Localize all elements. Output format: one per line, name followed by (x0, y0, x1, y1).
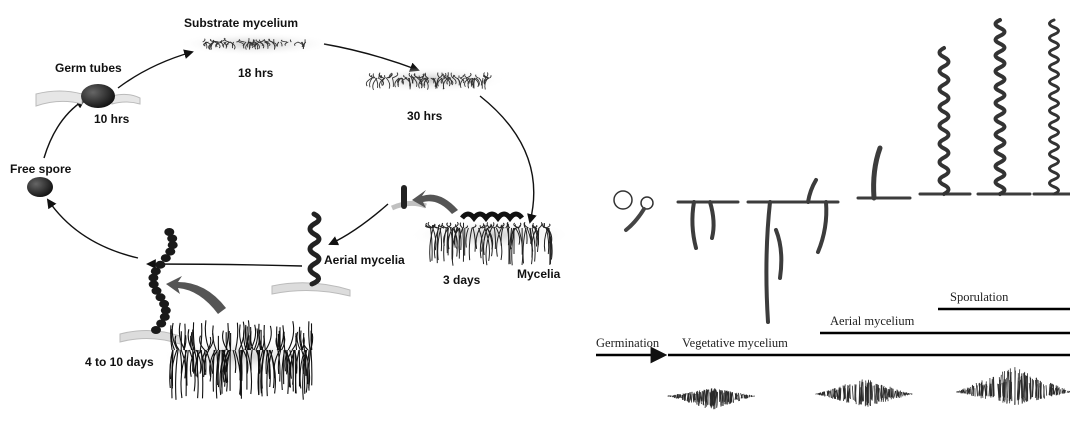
chain-spore (164, 228, 174, 236)
colony (816, 380, 913, 407)
mycelia-3days (408, 214, 572, 266)
aerial-hypha-bud (392, 188, 458, 214)
germinating-spore-icon (81, 84, 115, 108)
free-spore-icon (27, 177, 53, 197)
developmental-timeline: Germination Vegetative mycelium Aerial m… (596, 20, 1070, 409)
arrow-substrate-to-30hrs (324, 44, 418, 70)
chain-spore (155, 261, 165, 269)
life-cycle-diagram: Germ tubes 10 hrs Free spore Substrate m… (10, 16, 572, 400)
label-30-hrs: 30 hrs (407, 109, 443, 123)
label-aerial-mycelia: Aerial mycelia (324, 253, 405, 267)
germ-tube-stage (36, 84, 140, 108)
label-free-spore: Free spore (10, 162, 72, 176)
label-substrate-mycelium: Substrate mycelium (184, 16, 298, 30)
sporulating-colony-4to10days (120, 228, 324, 400)
label-vegetative-mycelium: Vegetative mycelium (682, 336, 788, 350)
aerial-growth-arrow-icon (412, 190, 458, 214)
colony (957, 367, 1070, 405)
arrow-sporulating-to-freespore (48, 200, 138, 258)
substrate-mycelium-18hrs (177, 32, 333, 56)
arrow-3days-to-aerial (330, 204, 388, 244)
colony (668, 388, 755, 409)
label-aerial-mycelium: Aerial mycelium (830, 314, 915, 328)
aerial-spiral-hyphae (940, 20, 1059, 194)
germinating-spore-illustration (614, 191, 653, 230)
arrow-aerial-to-sporulating (148, 264, 302, 266)
colony-illustrations (668, 367, 1070, 409)
label-germ-tubes: Germ tubes (55, 61, 122, 75)
vegetative-hyphae-illustrations (678, 148, 1070, 322)
arrow-germtube-to-substrate (118, 52, 192, 88)
arrow-freespore-to-germtube (44, 100, 84, 158)
label-10-hrs: 10 hrs (94, 112, 130, 126)
label-18-hrs: 18 hrs (238, 66, 274, 80)
label-germination: Germination (596, 336, 660, 350)
label-mycelia: Mycelia (517, 267, 561, 281)
arrow-30hrs-to-3days (480, 96, 534, 222)
sporulation-arrow-icon (166, 276, 226, 314)
label-4-to-10-days: 4 to 10 days (85, 355, 154, 369)
label-sporulation: Sporulation (950, 290, 1009, 304)
label-3-days: 3 days (443, 273, 481, 287)
substrate-mycelium-30hrs (352, 67, 508, 93)
